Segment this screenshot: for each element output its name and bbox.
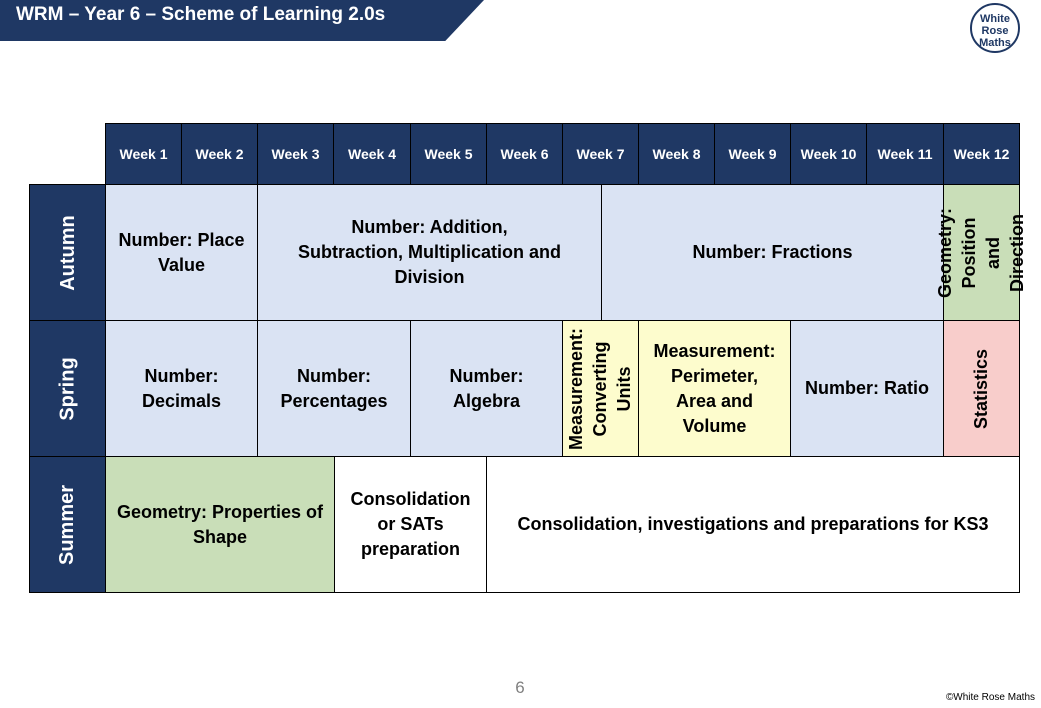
spring-ratio: Number: Ratio	[790, 320, 944, 457]
copyright-notice: ©White Rose Maths	[945, 692, 1035, 703]
week-header-5: Week 5	[410, 123, 487, 185]
header-banner	[0, 0, 484, 41]
spring-decimals: Number: Decimals	[105, 320, 258, 457]
spring-algebra: Number: Algebra	[410, 320, 563, 457]
spring-statistics: Statistics	[943, 320, 1020, 457]
week-header-9: Week 9	[714, 123, 791, 185]
term-label-spring: Spring	[29, 320, 106, 457]
autumn-four-operations: Number: Addition, Subtraction, Multiplic…	[257, 184, 602, 321]
week-header-7: Week 7	[562, 123, 639, 185]
summer-sats-preparation: Consolidation or SATs preparation	[334, 456, 487, 593]
week-header-11: Week 11	[866, 123, 944, 185]
summer-ks3-preparation: Consolidation, investigations and prepar…	[486, 456, 1020, 593]
spring-percentages: Number: Percentages	[257, 320, 411, 457]
autumn-place-value: Number: Place Value	[105, 184, 258, 321]
spring-converting-units: Measurement: Converting Units	[562, 320, 639, 457]
spring-perimeter-area-volume: Measurement: Perimeter, Area and Volume	[638, 320, 791, 457]
page-number: 6	[515, 678, 525, 697]
term-label-autumn: Autumn	[29, 184, 106, 321]
page-title: WRM – Year 6 – Scheme of Learning 2.0s	[16, 4, 386, 25]
week-header-4: Week 4	[333, 123, 411, 185]
week-header-6: Week 6	[486, 123, 563, 185]
week-header-12: Week 12	[943, 123, 1020, 185]
week-header-10: Week 10	[790, 123, 867, 185]
week-header-3: Week 3	[257, 123, 334, 185]
white-rose-maths-logo: White Rose Maths	[970, 3, 1020, 53]
term-label-summer: Summer	[29, 456, 106, 593]
week-header-1: Week 1	[105, 123, 182, 185]
week-header-2: Week 2	[181, 123, 258, 185]
summer-properties-of-shape: Geometry: Properties of Shape	[105, 456, 335, 593]
autumn-fractions: Number: Fractions	[601, 184, 944, 321]
week-header-8: Week 8	[638, 123, 715, 185]
autumn-geometry-position: Geometry: Position and Direction	[936, 184, 1028, 321]
